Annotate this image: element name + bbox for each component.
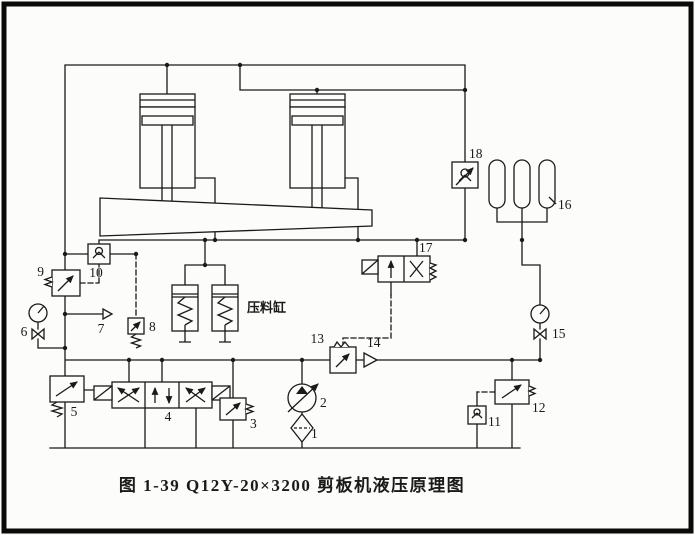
spring-icon — [527, 385, 537, 397]
part-label-12: 12 — [532, 400, 546, 415]
accumulator-icon — [538, 159, 556, 209]
part-label-11: 11 — [488, 414, 501, 429]
knife-beam — [99, 197, 373, 237]
spring-icon — [43, 276, 54, 288]
main-cylinder-right — [289, 93, 346, 210]
pressure-gauge-15 — [530, 304, 550, 341]
part-label-17: 17 — [419, 240, 433, 255]
relief-valve-9 — [43, 269, 81, 297]
part-label-7: 7 — [98, 321, 105, 336]
pilot-lines — [79, 253, 496, 393]
spring-icon — [49, 401, 65, 418]
part-label-15: 15 — [552, 326, 566, 341]
part-label-18: 18 — [469, 146, 483, 161]
spring-icon — [333, 340, 350, 349]
part-label-16: 16 — [558, 197, 572, 212]
solenoid-valve-17 — [361, 255, 438, 283]
shutoff-valve-icon — [36, 327, 45, 341]
press-cylinder-left — [171, 284, 199, 343]
charge-valve-18 — [451, 161, 479, 189]
label-leader-line — [548, 196, 557, 205]
gauge-needle-icon — [539, 306, 547, 315]
spring-icon — [428, 262, 438, 281]
test-point-7 — [102, 307, 114, 321]
main-cylinder-left — [139, 93, 196, 205]
pump-2 — [287, 383, 319, 413]
check-valve-14 — [363, 351, 379, 369]
figure-caption: 图 1-39 Q12Y-20×3200 剪板机液压原理图 — [119, 475, 465, 495]
part-label-4: 4 — [165, 409, 172, 424]
piston-rod-icon — [179, 325, 191, 343]
spring-icon — [216, 296, 234, 326]
accumulator-icon — [513, 159, 531, 209]
spring-icon — [129, 333, 143, 349]
spring-icon — [244, 403, 255, 415]
shutoff-valve-icon — [538, 327, 547, 341]
unloading-valve-13 — [329, 340, 357, 374]
part-label-6: 6 — [21, 324, 28, 339]
piston-rod-icon — [311, 125, 323, 210]
junction-dots — [62, 62, 543, 363]
accumulator-group — [488, 159, 557, 209]
pump-flow-icon — [296, 386, 308, 394]
shutoff-valve-icon — [31, 327, 40, 341]
part-label-10: 10 — [89, 265, 103, 280]
relief-valve-12 — [494, 379, 537, 405]
pressure-gauge-6 — [28, 303, 48, 341]
spring-icon — [176, 296, 194, 326]
pipe-network — [37, 64, 548, 449]
shutoff-valve-icon — [533, 327, 542, 341]
part-label-1: 1 — [311, 426, 318, 441]
press-cylinder-label: 压料缸 — [247, 300, 286, 315]
variable-arrow-icon — [287, 383, 319, 413]
sequence-valve-5 — [49, 375, 85, 418]
part-label-5: 5 — [71, 404, 78, 419]
gauge-needle-icon — [37, 305, 45, 314]
accumulator-icon — [488, 159, 506, 209]
check-valve-10 — [87, 243, 111, 265]
part-label-2: 2 — [320, 395, 327, 410]
piston-rod-icon — [219, 325, 231, 343]
piston-icon — [291, 115, 344, 126]
piston-rod-icon — [161, 125, 173, 205]
part-label-8: 8 — [149, 319, 156, 334]
press-cylinder-right — [211, 284, 239, 343]
check-valve-11 — [467, 405, 487, 425]
pilot-valve-8 — [127, 317, 145, 349]
directional-valve-4 — [93, 381, 231, 409]
relief-valve-3 — [219, 397, 255, 421]
piston-icon — [141, 115, 194, 126]
part-label-14: 14 — [367, 335, 381, 350]
filter-1 — [290, 412, 314, 444]
part-labels: 9 10 6 7 8 13 14 15 16 17 18 5 4 3 2 1 1… — [21, 146, 572, 441]
part-label-13: 13 — [311, 331, 325, 346]
part-label-3: 3 — [250, 416, 257, 431]
part-label-9: 9 — [37, 264, 44, 279]
